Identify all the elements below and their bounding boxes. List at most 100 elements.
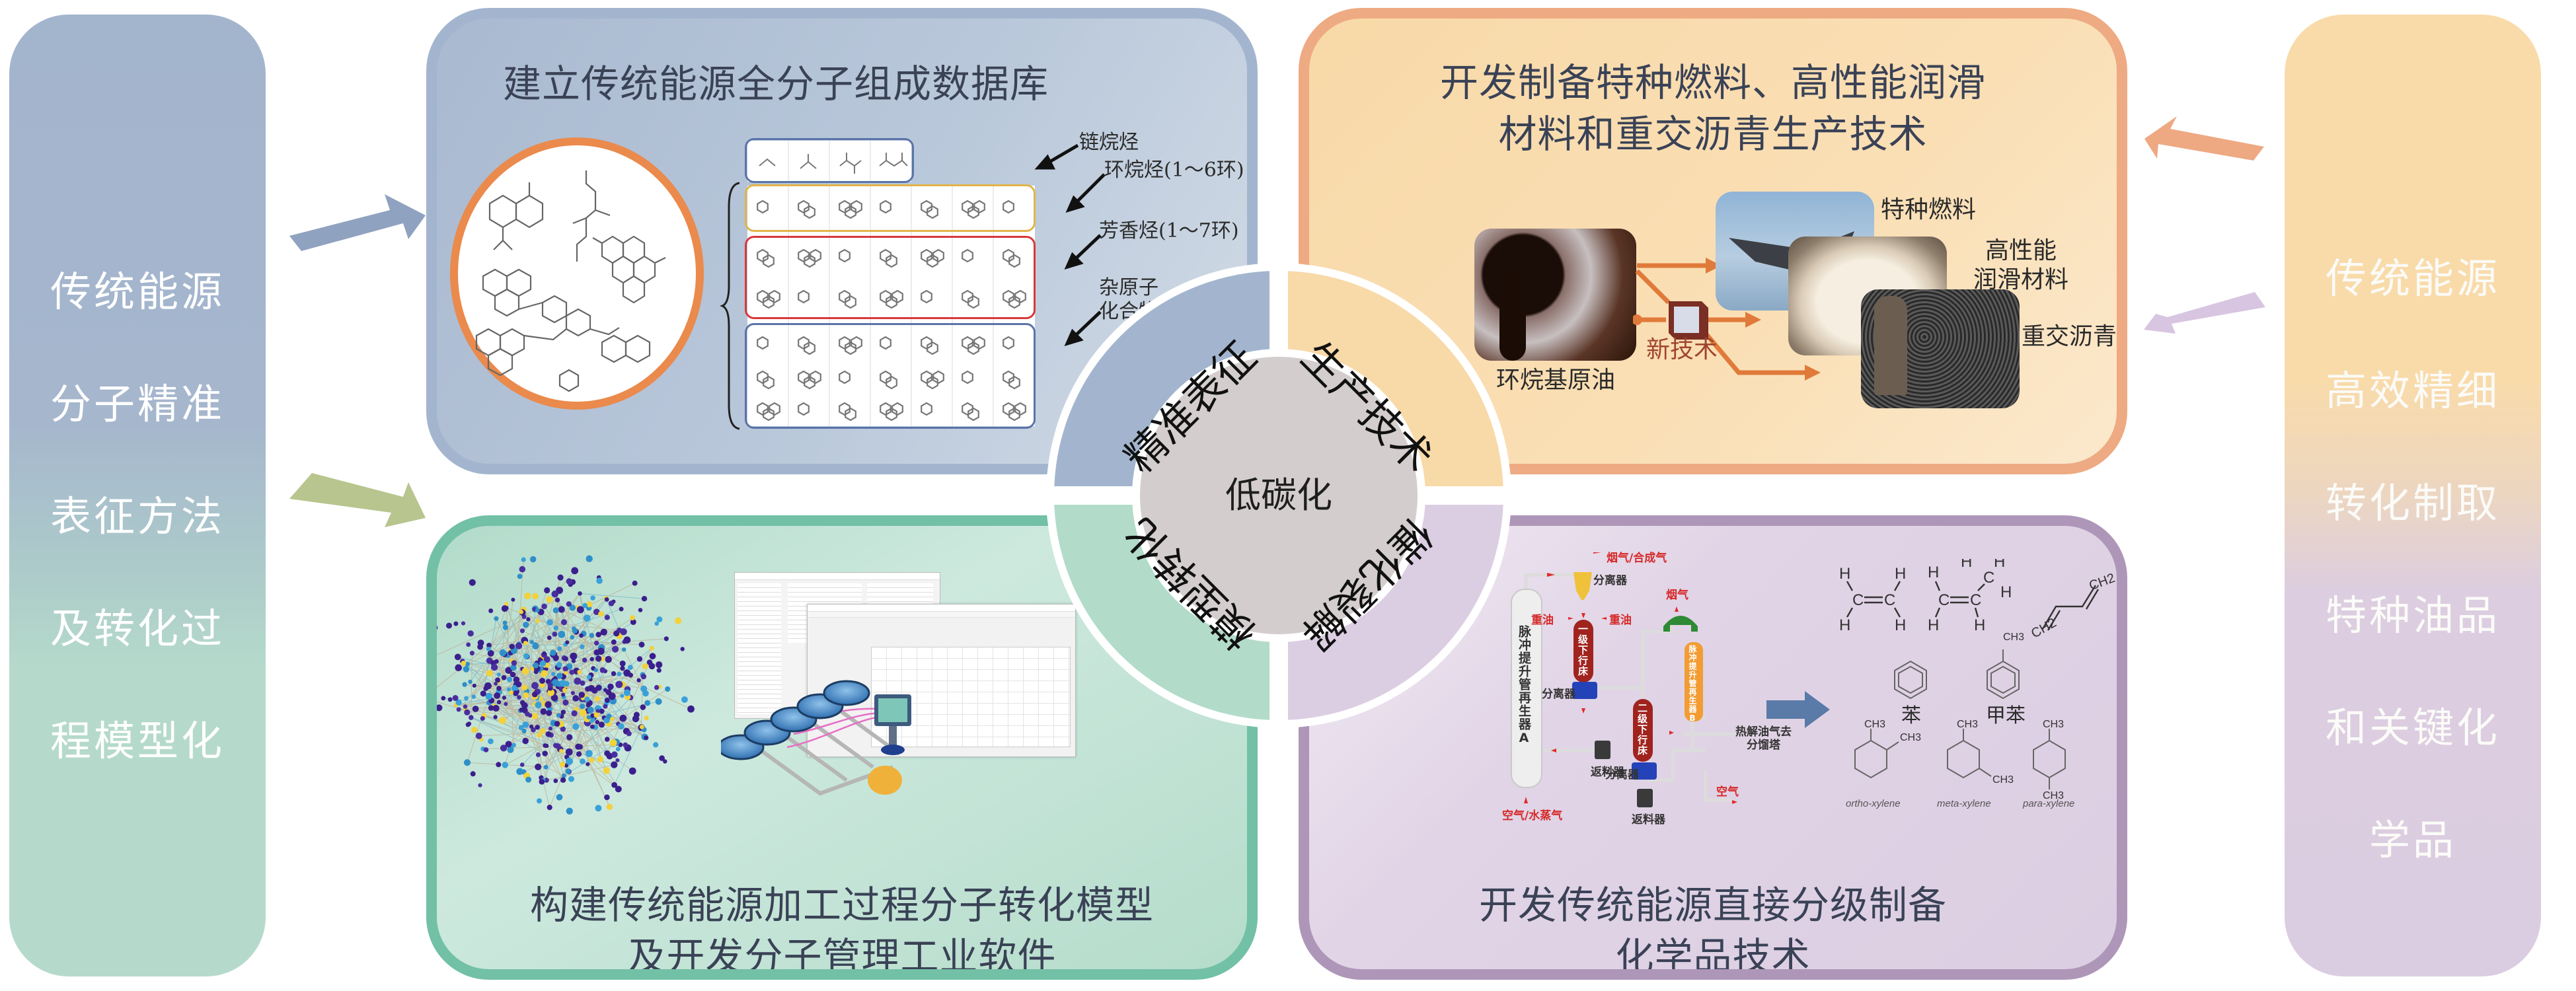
network-node xyxy=(529,724,534,729)
ring-structure xyxy=(973,200,985,214)
network-node xyxy=(545,743,549,749)
network-node xyxy=(560,710,566,715)
ring-structure xyxy=(921,336,932,350)
ring-structure xyxy=(886,254,897,268)
svg-text:C: C xyxy=(1938,591,1950,609)
panel-title: 开发传统能源直接分级制备 化学品技术 xyxy=(1309,879,2117,969)
network-node xyxy=(475,733,482,739)
ring-structure xyxy=(973,336,985,350)
network-node xyxy=(580,680,586,686)
ring-structure xyxy=(962,248,973,263)
network-node xyxy=(548,726,553,731)
network-node xyxy=(578,744,583,750)
network-edge xyxy=(524,599,607,706)
ring-structure xyxy=(798,370,810,385)
network-edge xyxy=(488,692,627,704)
network-edge xyxy=(519,597,607,698)
ring-structure xyxy=(1008,407,1020,422)
methyl-label: CH3 xyxy=(2043,790,2065,801)
network-node xyxy=(579,633,584,638)
network-node xyxy=(632,715,640,723)
network-node xyxy=(487,649,494,657)
arrow-to-top-right-icon xyxy=(2144,116,2264,161)
network-node xyxy=(519,707,524,712)
network-node xyxy=(605,655,612,663)
network-node xyxy=(554,743,561,749)
network-node xyxy=(519,700,525,706)
ring-structure xyxy=(757,200,769,214)
network-node xyxy=(644,735,649,741)
network-node xyxy=(507,746,514,753)
refinery-plant-illustration xyxy=(721,680,911,796)
panel-title-line: 构建传统能源加工过程分子转化模型 xyxy=(529,883,1154,928)
network-node xyxy=(580,758,586,764)
network-node xyxy=(619,660,626,667)
network-edge xyxy=(545,766,564,776)
ring-structure xyxy=(891,402,903,416)
svg-text:H: H xyxy=(1994,559,2005,571)
network-node xyxy=(488,705,494,711)
asphalt-image xyxy=(1861,289,2020,408)
right-pillar-line: 传统能源 xyxy=(2325,254,2500,303)
network-edge xyxy=(505,717,593,766)
left-pillar-line: 表征方法 xyxy=(50,492,225,540)
right-pillar-line: 转化制取 xyxy=(2325,479,2500,527)
center-wheel: 低碳化 精准表征 生产技术 模型转化 催化裂解 xyxy=(1046,263,1511,728)
network-edge xyxy=(563,630,620,677)
network-node xyxy=(571,567,579,575)
network-node xyxy=(535,702,542,708)
network-node xyxy=(509,643,515,649)
ring-structure xyxy=(810,248,821,263)
molecule-table xyxy=(745,138,1038,429)
ring-structure xyxy=(845,205,856,219)
svg-text:H: H xyxy=(1961,559,1972,571)
network-node xyxy=(556,662,562,668)
network-node xyxy=(455,699,462,706)
network-node xyxy=(551,590,559,598)
network-node xyxy=(612,645,619,653)
ring-structure xyxy=(1014,402,1026,416)
network-node xyxy=(519,609,523,614)
panel-title: 建立传统能源全分子组成数据库 xyxy=(502,61,1049,106)
svg-text:H: H xyxy=(2000,583,2012,601)
ring-structure xyxy=(921,370,932,385)
network-node xyxy=(600,628,607,636)
network-node xyxy=(582,657,587,663)
product-label-asphalt: 重交沥青 xyxy=(2022,323,2117,350)
network-node xyxy=(543,764,549,770)
ring-structure xyxy=(1003,336,1014,350)
category-label-heteroatom-line: 杂原子 xyxy=(1099,276,1158,299)
window-menubar xyxy=(808,612,1075,618)
network-node xyxy=(546,596,553,603)
ring-structure xyxy=(839,248,851,263)
network-node xyxy=(611,671,617,677)
network-node xyxy=(454,653,461,661)
ring-structure xyxy=(1008,375,1020,390)
ring-structure xyxy=(967,205,979,219)
feedstock-label: 环烷基原油 xyxy=(1496,367,1616,394)
network-node xyxy=(615,786,622,793)
network-node xyxy=(471,694,476,699)
ring-structure xyxy=(769,402,780,416)
network-node xyxy=(572,723,580,730)
network-node xyxy=(509,690,513,695)
network-node xyxy=(680,647,685,651)
network-node xyxy=(432,698,436,703)
network-node xyxy=(580,644,585,649)
network-node xyxy=(613,630,620,637)
network-node xyxy=(531,713,538,719)
network-node xyxy=(437,704,443,712)
network-node xyxy=(642,663,648,669)
network-node xyxy=(659,755,665,761)
network-node xyxy=(630,615,635,620)
network-node xyxy=(471,727,478,733)
network-edge xyxy=(472,653,644,690)
window-table xyxy=(738,583,781,714)
process-flow-arrows-icon xyxy=(1633,258,1821,381)
network-edge xyxy=(614,727,642,786)
network-node xyxy=(566,807,573,815)
network-node xyxy=(462,682,467,687)
network-node xyxy=(654,621,659,626)
network-edge xyxy=(557,599,573,638)
crude-oil-image xyxy=(1474,229,1636,361)
